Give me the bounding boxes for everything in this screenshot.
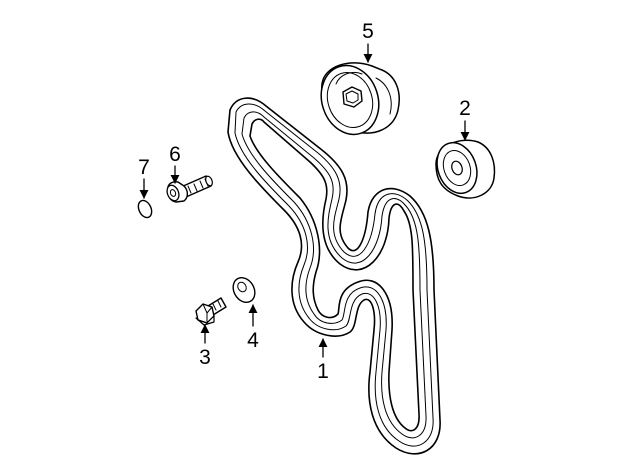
tensioner-bolt[interactable]: [165, 175, 214, 203]
callout-6: 6: [169, 143, 181, 166]
callout-7: 7: [138, 156, 150, 179]
callout-5: 5: [362, 20, 374, 43]
callout-3: 3: [199, 346, 211, 369]
callout-1: 1: [317, 360, 329, 383]
washer[interactable]: [229, 274, 259, 307]
leader-arrows: [139, 43, 470, 358]
pulley-bolt[interactable]: [195, 297, 227, 326]
o-ring[interactable]: [136, 198, 154, 219]
callout-2: 2: [459, 97, 471, 120]
callout-4: 4: [247, 329, 259, 352]
drive-belt[interactable]: [227, 97, 441, 455]
tensioner-pulley[interactable]: [313, 58, 400, 142]
idler-pulley[interactable]: [430, 137, 496, 199]
